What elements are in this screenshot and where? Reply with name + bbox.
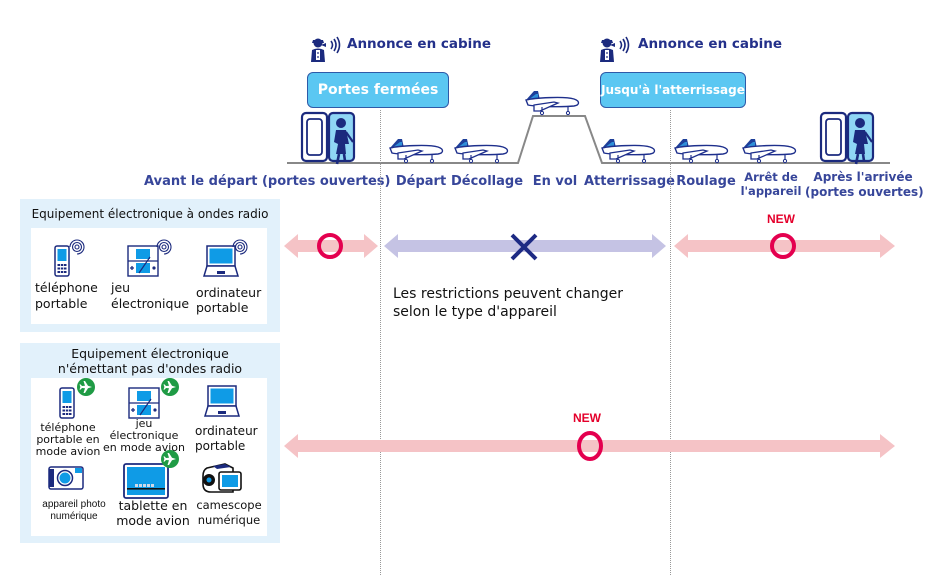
device-label-line: portable en: [36, 433, 100, 446]
allowed-arrow-all-phases: [284, 434, 895, 458]
device-label-line: jeu: [111, 280, 131, 295]
allowed-arrow-before-departure: [284, 234, 378, 258]
flight-profile: [287, 115, 890, 164]
allowed-arrow-after-landing: [674, 234, 895, 258]
device-label: camescope numérique: [191, 498, 267, 528]
separator-landing: [670, 110, 671, 575]
airplane-in-flight-icon: [525, 90, 580, 116]
device-label: tablette en mode avion: [107, 498, 199, 528]
device-label-line: électronique: [111, 296, 190, 311]
device-label-line: numérique: [50, 511, 98, 522]
device-label-line: portable: [195, 439, 246, 453]
airplane-taxiing-icon: [674, 138, 729, 164]
boarding-door-icon: [300, 111, 356, 166]
phase-after-arrival-line1: Après l'arrivée: [813, 170, 913, 184]
device-label-line: mode avion: [35, 445, 101, 458]
new-badge: NEW: [573, 411, 601, 425]
doors-closed-label: Portes fermées: [317, 82, 439, 98]
new-badge: NEW: [767, 212, 795, 226]
device-label: téléphone portable en mode avion: [31, 422, 105, 458]
until-landing-box: Jusqu'à l'atterrissage: [600, 72, 746, 108]
device-label: jeu électronique: [111, 280, 189, 312]
device-label-line: ordinateur: [195, 424, 258, 438]
radio-devices-panel: Equipement électronique à ondes radio té…: [20, 199, 280, 332]
phase-landing: Atterrissage: [584, 174, 675, 189]
allowed-mark: [317, 233, 343, 259]
device-label-line: mode avion: [116, 513, 190, 528]
restrictions-note-line2: selon le type d'appareil: [393, 304, 557, 320]
non-radio-rules-row: [284, 431, 895, 461]
device-label-line: téléphone: [40, 421, 96, 434]
phase-after-arrival: Après l'arrivée (portes ouvertes): [805, 170, 924, 200]
non-radio-title-line1: Equipement électronique: [71, 346, 229, 361]
device-label-line: ordinateur: [196, 285, 262, 300]
cabin-announcement-label: Annonce en cabine: [347, 36, 492, 52]
airplane-departure-icon: [389, 138, 444, 164]
timeline-header: Annonce en cabine Annonce en cabine Port…: [0, 0, 930, 200]
device-label: jeu électronique en mode avion: [101, 418, 187, 454]
non-radio-devices-title: Equipement électronique n'émettant pas d…: [20, 343, 280, 376]
device-label: appareil photo numérique: [31, 499, 117, 523]
restrictions-note-line1: Les restrictions peuvent changer: [393, 286, 624, 302]
airplane-landing-icon: [601, 138, 656, 164]
phase-in-flight: En vol: [532, 174, 578, 189]
phase-aircraft-stop: Arrêt de l'appareil: [740, 170, 802, 198]
restrictions-note: Les restrictions peuvent changer selon l…: [393, 285, 623, 321]
radio-rules-row: [284, 233, 895, 261]
device-label-line: appareil photo: [42, 499, 106, 510]
allowed-mark-new: [770, 233, 796, 259]
device-label-line: téléphone: [35, 280, 98, 295]
allowed-mark-new: [577, 431, 603, 461]
phase-taxiing: Roulage: [676, 174, 736, 189]
non-radio-devices-panel: Equipement électronique n'émettant pas d…: [20, 343, 280, 543]
device-label: ordinateur portable: [195, 424, 258, 454]
device-label-line: numérique: [197, 513, 261, 527]
device-label-line: jeu: [135, 417, 153, 430]
airplane-stopped-icon: [742, 138, 797, 164]
non-radio-devices-list: téléphone portable en mode avion jeu éle…: [31, 378, 267, 536]
non-radio-title-line2: n'émettant pas d'ondes radio: [57, 361, 243, 376]
arrival-door-icon: [819, 111, 875, 166]
cabin-announcement-label: Annonce en cabine: [638, 36, 783, 52]
device-label: ordinateur portable: [196, 285, 261, 315]
device-label-line: portable: [196, 300, 249, 315]
phase-takeoff: Décollage: [450, 174, 524, 189]
separator-doors-closed: [380, 110, 381, 575]
phase-aircraft-stop-line1: Arrêt de: [744, 170, 798, 184]
device-label-line: camescope: [196, 498, 262, 512]
device-label-line: électronique: [109, 429, 179, 442]
phase-aircraft-stop-line2: l'appareil: [740, 184, 802, 198]
doors-closed-box: Portes fermées: [307, 72, 449, 108]
device-label-line: portable: [35, 296, 88, 311]
radio-devices-title: Equipement électronique à ondes radio: [31, 207, 269, 221]
airplane-takeoff-icon: [454, 138, 509, 164]
prohibited-mark: [510, 233, 538, 261]
device-label-line: tablette en: [118, 498, 188, 513]
phase-after-arrival-line2: (portes ouvertes): [805, 185, 924, 199]
device-label: téléphone portable: [35, 280, 98, 312]
until-landing-label: Jusqu'à l'atterrissage: [601, 83, 745, 97]
phase-before-departure: Avant le départ (portes ouvertes): [144, 174, 391, 189]
device-label-line: en mode avion: [103, 441, 185, 454]
phase-departure: Départ: [395, 174, 447, 189]
radio-devices-list: téléphone portable jeu électronique ordi…: [31, 228, 267, 324]
